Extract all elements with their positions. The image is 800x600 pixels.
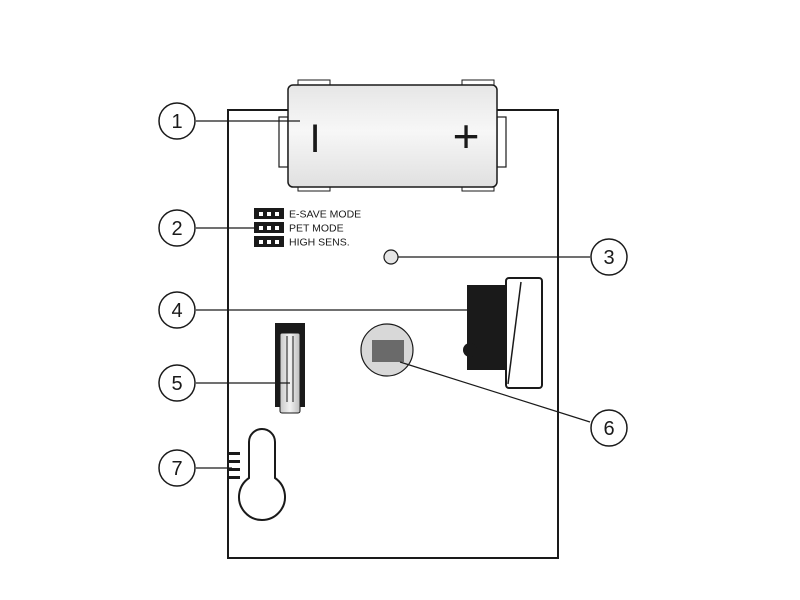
battery: I + [278,79,507,192]
spring-clip [275,323,305,414]
jumper-block: E-SAVE MODE PET MODE HIGH SENS. [254,208,361,249]
callout-number: 3 [603,247,614,269]
led-indicator [383,249,399,265]
edge-notch [228,468,240,471]
tamper-switch-lever-frame [505,277,543,389]
jumper-pin-hole [275,212,279,216]
callout-circle [158,209,196,247]
jumper-label: PET MODE [289,223,344,235]
callout-circle [590,409,628,447]
callout-7: 7 [158,449,196,487]
callout-circle [158,364,196,402]
jumper-pin-hole [275,226,279,230]
leader-lines [196,120,591,469]
battery-body [287,84,498,188]
edge-notch [228,452,240,455]
tamper-switch [463,277,543,389]
callout-circle [158,102,196,140]
jumper-pin-hole [259,226,263,230]
keyhole-mount [228,428,286,521]
callout-2: 2 [158,209,196,247]
tamper-switch-lever [507,281,522,385]
jumper-pin-hole [259,240,263,244]
tamper-switch-body [467,285,509,370]
jumper-row: PET MODE [254,222,344,235]
pir-sensor-window [372,340,404,362]
jumper-pin-hole [267,240,271,244]
battery-minus-symbol: I [309,117,320,161]
callout-number: 2 [171,218,182,240]
spring-clip-blade [279,332,301,414]
battery-holder-right [496,116,507,168]
jumper-label: E-SAVE MODE [289,209,361,221]
leader-line [399,361,591,423]
jumper-pin-hole [267,212,271,216]
callout-number: 1 [171,111,182,133]
callout-6: 6 [590,409,628,447]
callout-circle [158,291,196,329]
callout-3: 3 [590,238,628,276]
callout-number: 4 [171,300,182,322]
callout-5: 5 [158,364,196,402]
jumper-pin-hole [275,240,279,244]
callout-bubbles: 1 2 3 4 5 6 7 [158,102,628,487]
jumper-row: HIGH SENS. [254,236,350,249]
callout-4: 4 [158,291,196,329]
jumper-pin-hole [259,212,263,216]
jumper-label: HIGH SENS. [289,237,350,249]
callout-circle [590,238,628,276]
edge-notch [228,460,240,463]
keyhole-outline [238,428,286,521]
tamper-switch-tab [463,343,477,357]
edge-notch [228,476,240,479]
callout-1: 1 [158,102,196,140]
callout-number: 6 [603,418,614,440]
callout-number: 5 [171,373,182,395]
jumper-row: E-SAVE MODE [254,208,361,221]
jumper-pin-hole [267,226,271,230]
battery-plus-symbol: + [453,110,480,162]
pir-sensor [360,323,414,377]
callout-number: 7 [171,458,182,480]
battery-holder-left [278,116,289,168]
callout-circle [158,449,196,487]
